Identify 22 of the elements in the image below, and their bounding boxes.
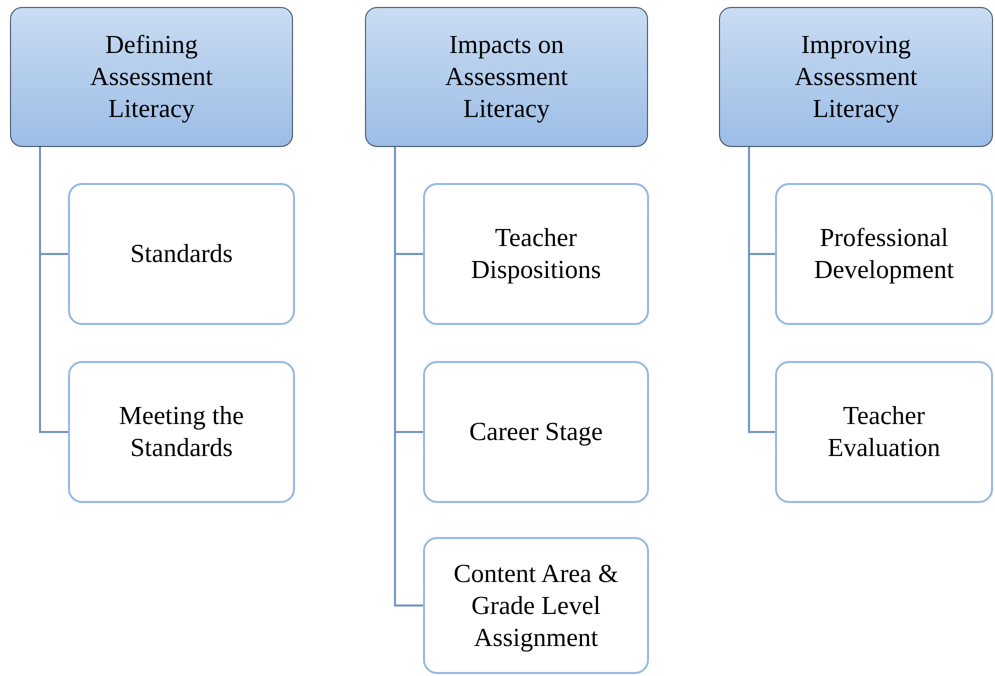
connector-line <box>748 147 775 433</box>
box-label: Teacher Dispositions <box>470 222 602 286</box>
connector-line <box>39 147 68 433</box>
box-label: Career Stage <box>469 416 603 448</box>
topic-box <box>68 361 295 503</box>
box-label: Teacher Evaluation <box>826 400 942 464</box>
category-box <box>365 7 648 147</box>
box-label: Meeting the Standards <box>118 400 245 464</box>
topic-box <box>68 183 295 325</box>
topic-box <box>423 361 649 503</box>
box-label: Defining Assessment Literacy <box>89 29 214 125</box>
box-label: Standards <box>130 238 233 270</box>
box-label: Impacts on Assessment Literacy <box>444 29 569 125</box>
box-label: Professional Development <box>812 222 956 286</box>
topic-box <box>775 183 993 325</box>
topic-box <box>423 537 649 674</box>
box-label: Improving Assessment Literacy <box>794 29 918 125</box>
category-box <box>719 7 993 147</box>
box-label: Content Area & Grade Level Assignment <box>452 558 620 654</box>
topic-box <box>423 183 649 325</box>
category-box <box>10 7 293 147</box>
topic-box <box>775 361 993 503</box>
